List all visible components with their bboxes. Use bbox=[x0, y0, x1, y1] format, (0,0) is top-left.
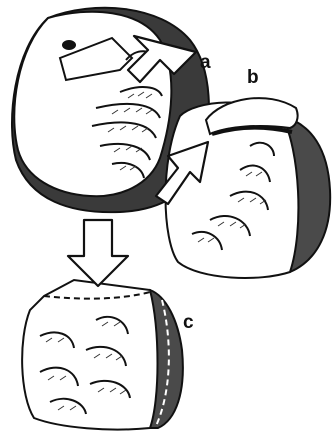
panel-c-body bbox=[22, 280, 157, 430]
panel-b-label: b bbox=[247, 67, 259, 88]
arrow-icon bbox=[68, 220, 128, 286]
panel-a-label: a bbox=[200, 52, 211, 73]
panel-c-label: c bbox=[183, 312, 194, 333]
panel-a-notch bbox=[62, 40, 76, 50]
panel-c: c bbox=[22, 220, 194, 430]
